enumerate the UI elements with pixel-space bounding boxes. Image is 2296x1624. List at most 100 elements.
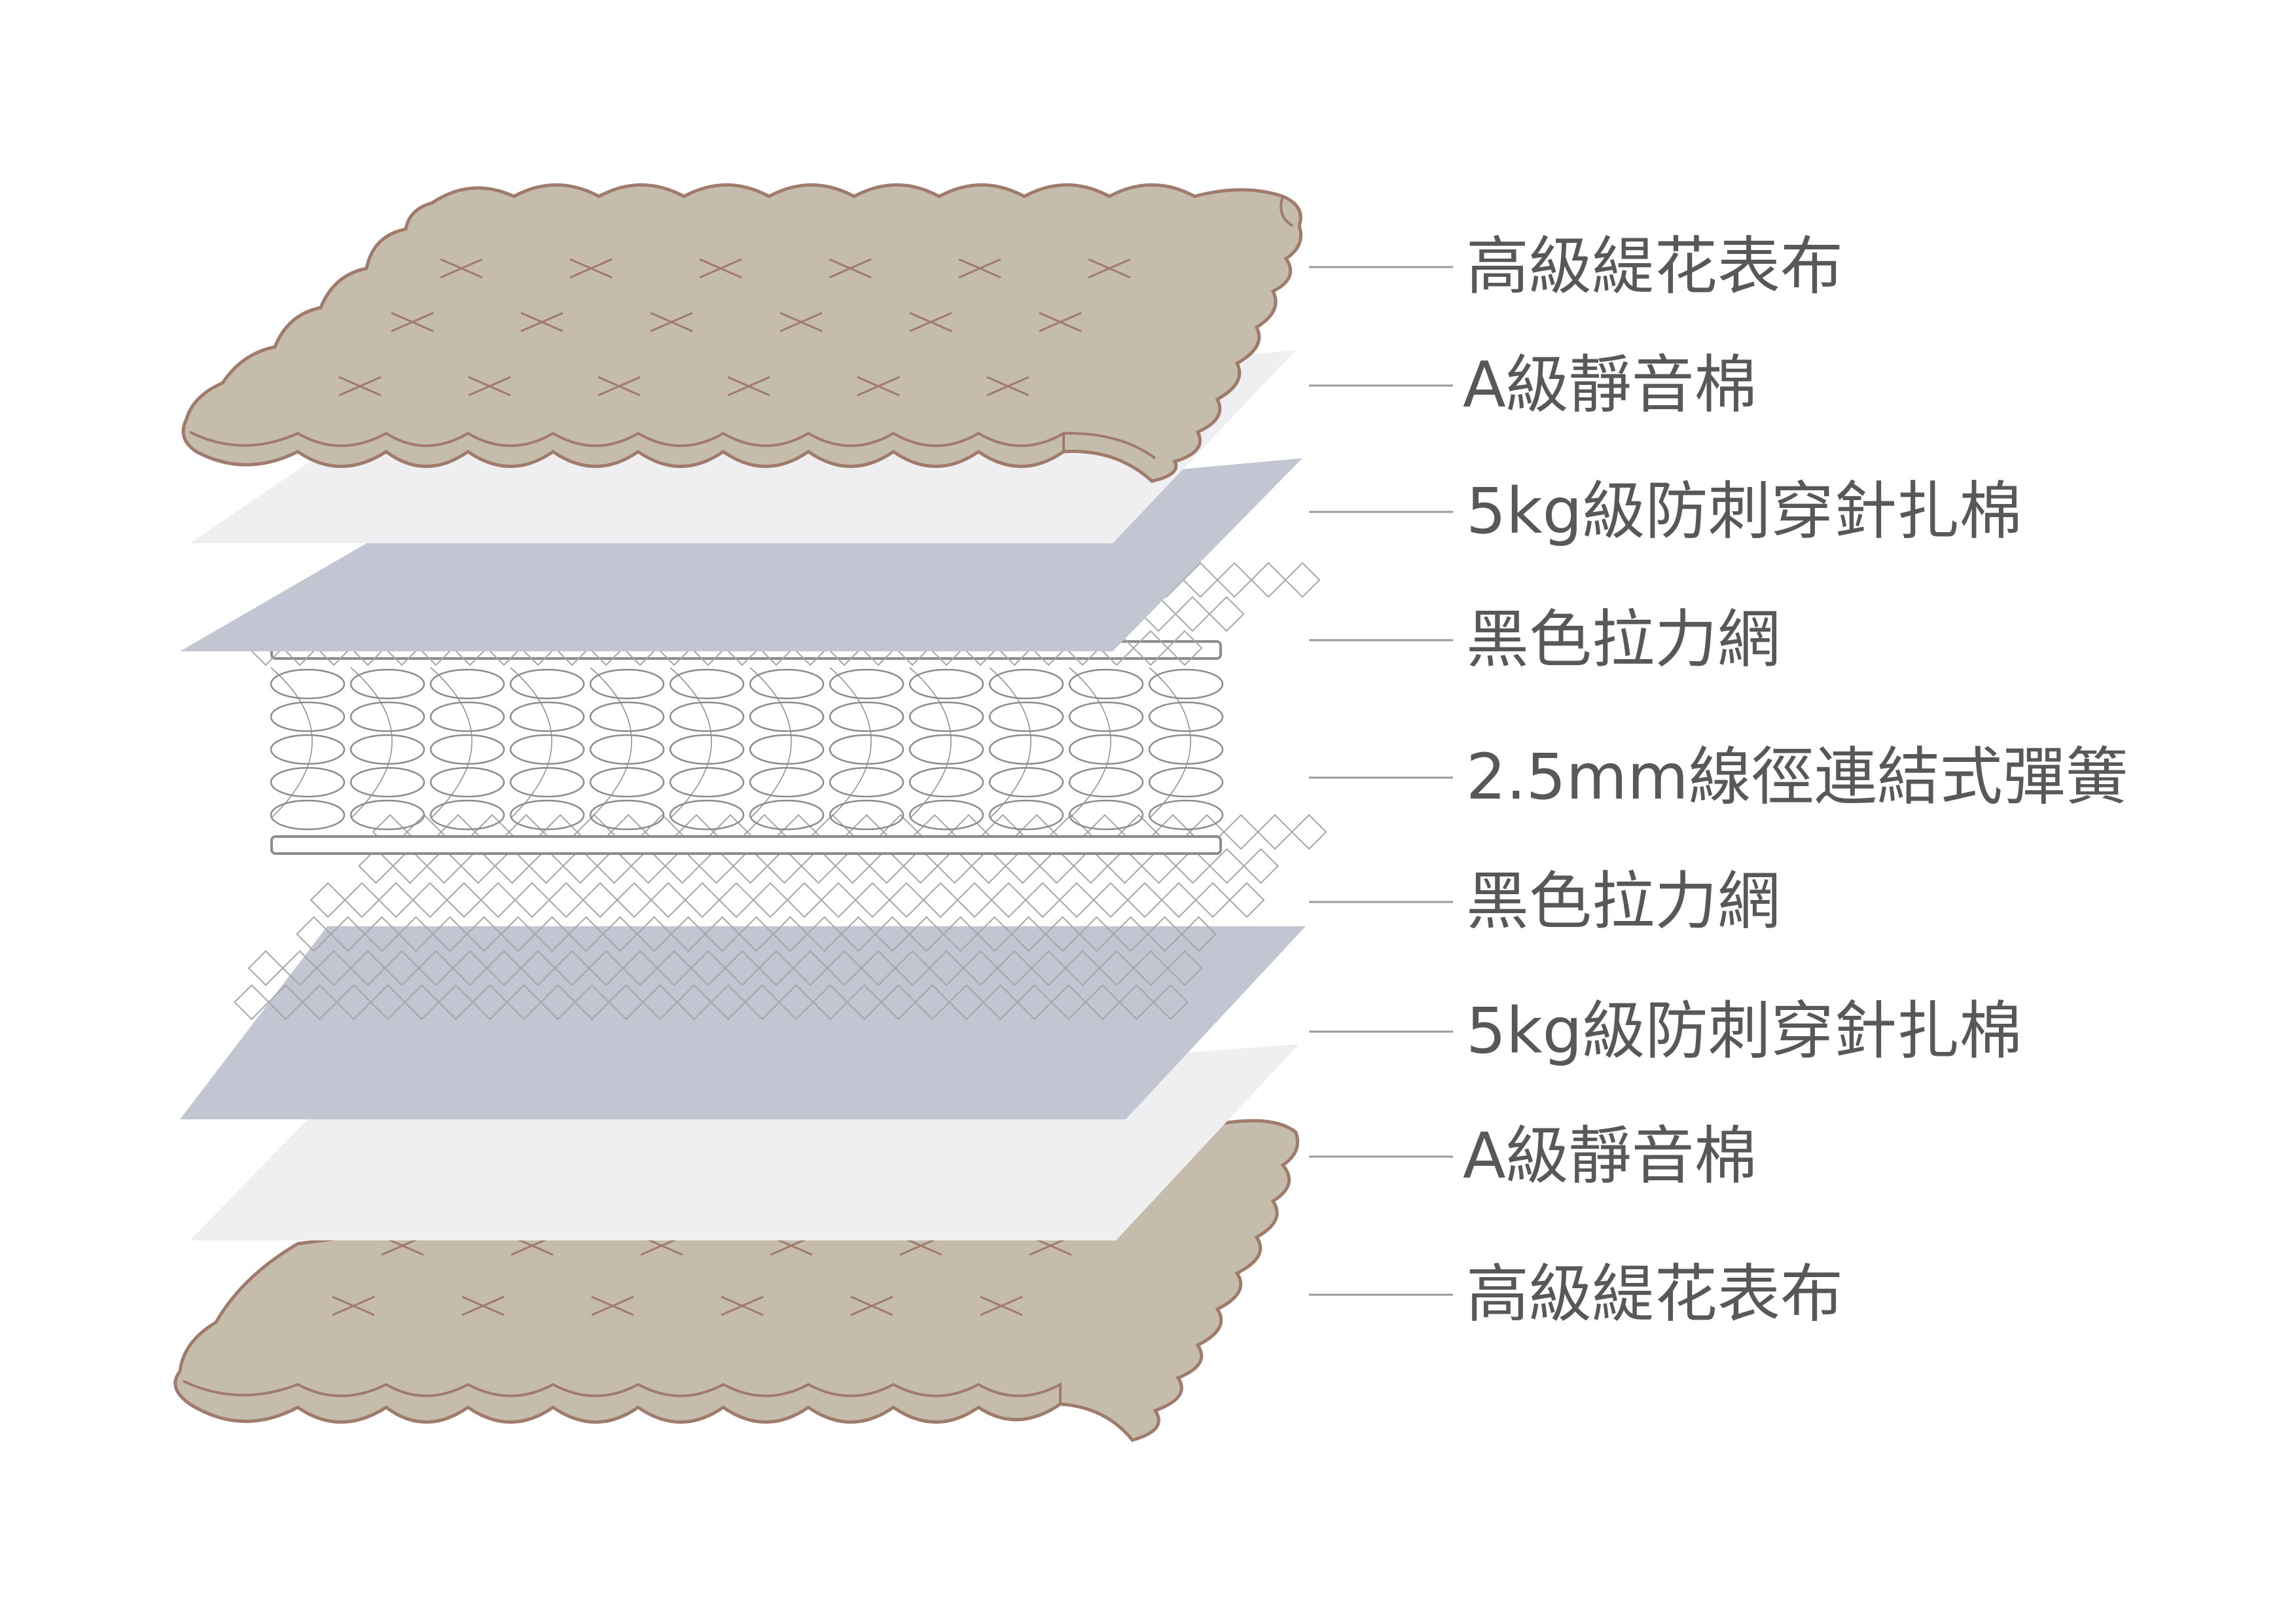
mesh-cell [582,882,619,918]
spring-coil [270,767,346,798]
spring-coil [669,799,745,831]
spring-coil [1068,668,1144,700]
spring-coil [589,767,665,798]
stitch-mark [468,376,511,397]
mesh-cell [752,882,789,918]
mesh-cell [650,882,687,918]
mesh-cell [1243,848,1279,884]
label-bottom-mesh: 黑色拉力網 [1466,865,1780,938]
spring-coil [429,734,505,765]
mesh-cell [446,882,482,918]
stitch-mark [391,312,434,333]
stitch-mark [780,312,823,333]
spring-coil [669,767,745,798]
spring-coil [509,734,585,765]
mesh-cell [1284,562,1321,598]
spring-coil [749,799,825,831]
spring-coil [988,799,1064,831]
spring-coil [589,701,665,732]
spring-coil [589,668,665,700]
spring-coil [988,701,1064,732]
mesh-cell [344,882,380,918]
spring-coil [1068,767,1144,798]
spring-coil [829,668,905,700]
mesh-cell [1153,984,1189,1020]
spring-wire [350,667,393,819]
mesh-cell [412,882,448,918]
spring-coil [270,668,346,700]
mesh-cell [1194,882,1231,918]
spring-coil [1148,668,1224,700]
spring-coil [669,701,745,732]
mesh-cell [1257,814,1293,850]
spring-coil [908,767,984,798]
mesh-cell [854,882,891,918]
mesh-cell [616,882,653,918]
stitch-mark [721,1295,764,1316]
spring-coil [589,734,665,765]
spring-coil [429,668,505,700]
bottom-mesh-grid [234,814,1327,1020]
spring-coil [829,734,905,765]
mesh-cell [1166,630,1203,666]
mesh-cell [990,882,1027,918]
spring-coil [908,799,984,831]
stitch-mark [958,258,1001,279]
spring-wire [510,667,552,819]
spring-coil [1068,734,1144,765]
stitch-mark [650,312,693,333]
stitch-mark [727,376,770,397]
spring-coil [988,668,1064,700]
spring-wire [590,667,632,819]
spring-wire [1069,667,1111,819]
stitch-mark [598,376,641,397]
spring-coil [1148,767,1224,798]
stitch-mark [1088,258,1131,279]
spring-coil [1148,799,1224,831]
spring-coil [509,668,585,700]
mesh-cell [786,882,823,918]
label-top-mesh: 黑色拉力網 [1466,603,1780,676]
label-top-fabric: 高級緹花表布 [1466,230,1843,303]
spring-coil [350,701,425,732]
mesh-cell [1058,882,1095,918]
stitch-mark [857,376,900,397]
spring-coil [988,767,1064,798]
mesh-cell [378,882,414,918]
label-top-felt: 5kg級防刺穿針扎棉 [1466,475,2022,548]
spring-coil [270,799,346,831]
spring-bottom-frame [270,835,1222,855]
top-fabric-stitches [338,258,1131,397]
mesh-cell [480,882,516,918]
spring-coil [749,701,825,732]
spring-coil [1148,701,1224,732]
spring-coil [829,701,905,732]
stitch-mark [829,258,872,279]
spring-wire [670,667,712,819]
spring-wire [1149,667,1191,819]
spring-coil [908,668,984,700]
mesh-cell [956,882,993,918]
spring-coil [988,734,1064,765]
spring-coil [350,767,425,798]
label-bottom-fabric: 高級緹花表布 [1466,1257,1843,1331]
stitch-mark [569,258,613,279]
spring-coils [270,667,1224,831]
mesh-cell [1208,596,1245,632]
layer-labels: 高級緹花表布 A級靜音棉 5kg級防刺穿針扎棉 黑色拉力網 2.5mm線徑連結式… [1309,230,2128,1331]
stitch-mark [909,312,952,333]
spring-coil [350,734,425,765]
spring-coil [669,668,745,700]
stitch-mark [986,376,1030,397]
mesh-cell [684,882,721,918]
stitch-mark [1039,312,1082,333]
spring-coil [749,734,825,765]
spring-coil [908,734,984,765]
label-bottom-felt: 5kg級防刺穿針扎棉 [1466,994,2022,1068]
stitch-mark [699,258,742,279]
spring-coil [429,767,505,798]
mesh-cell [1229,882,1265,918]
stitch-mark [980,1295,1023,1316]
spring-coil [1148,734,1224,765]
stitch-mark [338,376,382,397]
